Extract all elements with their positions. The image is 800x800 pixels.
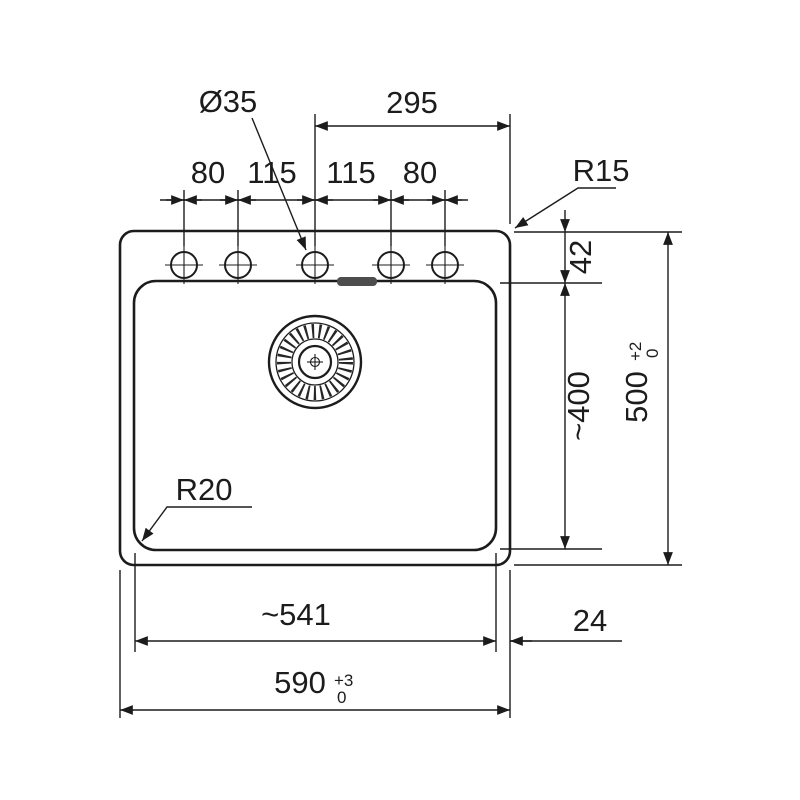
faucet-hole	[219, 246, 257, 284]
label-590-group: 590 +3 0	[274, 665, 353, 707]
faucet-hole	[165, 246, 203, 284]
label-590-tol-upper: +3	[334, 671, 353, 690]
overflow-slot	[337, 277, 377, 286]
label-295: 295	[386, 85, 438, 120]
label-80-right: 80	[403, 155, 437, 190]
label-500-tol-upper: +2	[626, 342, 645, 361]
faucet-holes	[165, 246, 464, 284]
label-115-left: 115	[247, 155, 296, 190]
label-541: ~541	[261, 597, 331, 632]
bowl-edge	[132, 279, 498, 552]
label-400: ~400	[561, 371, 596, 441]
drain-ring-inner	[291, 338, 339, 386]
label-500: 500	[619, 371, 654, 423]
label-r20: R20	[176, 472, 233, 507]
label-500-group: 500 +2 0	[619, 342, 662, 423]
faucet-hole-center	[296, 246, 334, 284]
label-500-tol-lower: 0	[643, 349, 662, 358]
label-590: 590	[274, 665, 326, 700]
leader-hole-diameter	[251, 117, 307, 251]
leader-lines	[141, 117, 616, 542]
dimension-labels: Ø35 295 80 115 115 80 R15 R20 42 ~400 50…	[176, 84, 662, 707]
label-80-left: 80	[191, 155, 225, 190]
leader-r15	[514, 187, 616, 229]
dimension-lines	[120, 121, 673, 715]
drain-strainer-hatch	[277, 324, 353, 400]
label-42: 42	[563, 240, 598, 274]
drain	[267, 314, 363, 410]
extension-lines	[119, 114, 682, 718]
faucet-hole	[372, 246, 410, 284]
label-hole-diameter: Ø35	[199, 84, 258, 119]
drain-outer-ring	[267, 314, 363, 410]
label-590-tol-lower: 0	[337, 688, 346, 707]
drain-ring	[275, 322, 355, 402]
drain-center-ring	[297, 344, 333, 380]
leader-r20	[141, 506, 252, 542]
label-24: 24	[573, 603, 607, 638]
label-r15: R15	[573, 153, 630, 188]
label-115-right: 115	[326, 155, 375, 190]
faucet-hole	[426, 246, 464, 284]
